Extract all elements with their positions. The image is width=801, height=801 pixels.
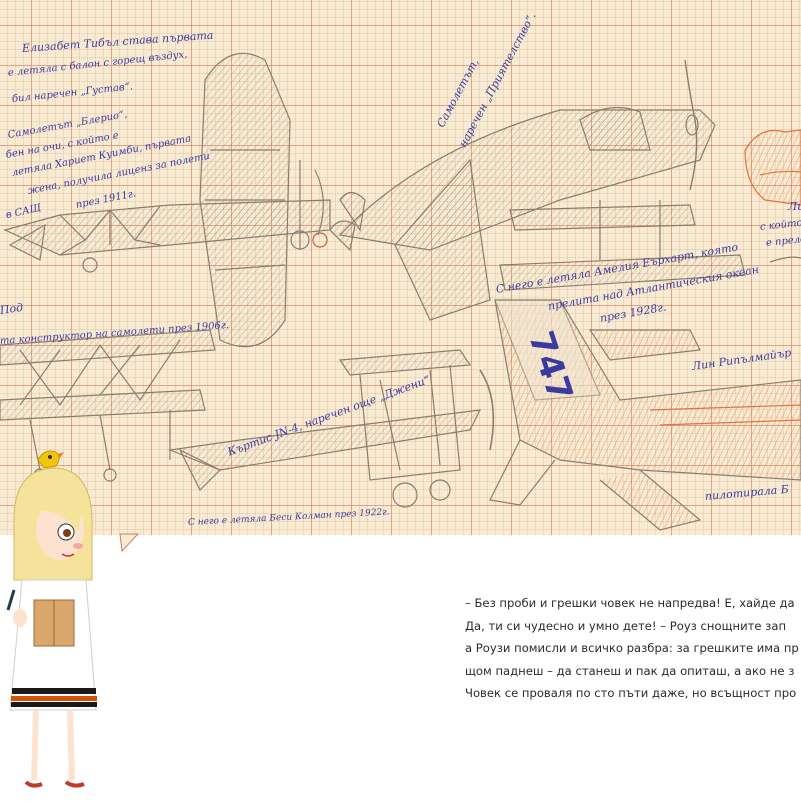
bleriot-plane-sketch (3, 52, 331, 348)
girl-character-illustration (6, 450, 97, 788)
note-right-1: Ли (788, 200, 801, 213)
speech-bubble-tail (119, 533, 140, 553)
graph-paper-illustration: Елизабет Тибъл става първата е летяла с … (0, 0, 801, 535)
story-line-2: Да, ти си чудесно и умно дете! – Роуз сн… (465, 618, 787, 633)
story-line-3: а Роузи помисли и всичко разбра: за греш… (465, 641, 799, 655)
friendship-seaplane-sketch (329, 59, 746, 321)
curtiss-jenny-sketch (167, 349, 495, 508)
story-line-4: щом паднеш – да станеш и пак да опиташ, … (465, 663, 795, 678)
balloon-right-sketch (744, 129, 801, 263)
story-line-1: – Без проби и грешки човек не напредва! … (465, 596, 795, 610)
story-text-block: – Без проби и грешки човек не напредва! … (465, 592, 801, 705)
aircraft-sketches (0, 52, 801, 531)
boeing-747-sketch (489, 299, 801, 531)
story-line-5: Човек се проваля по сто пъти даже, но вс… (465, 686, 797, 700)
